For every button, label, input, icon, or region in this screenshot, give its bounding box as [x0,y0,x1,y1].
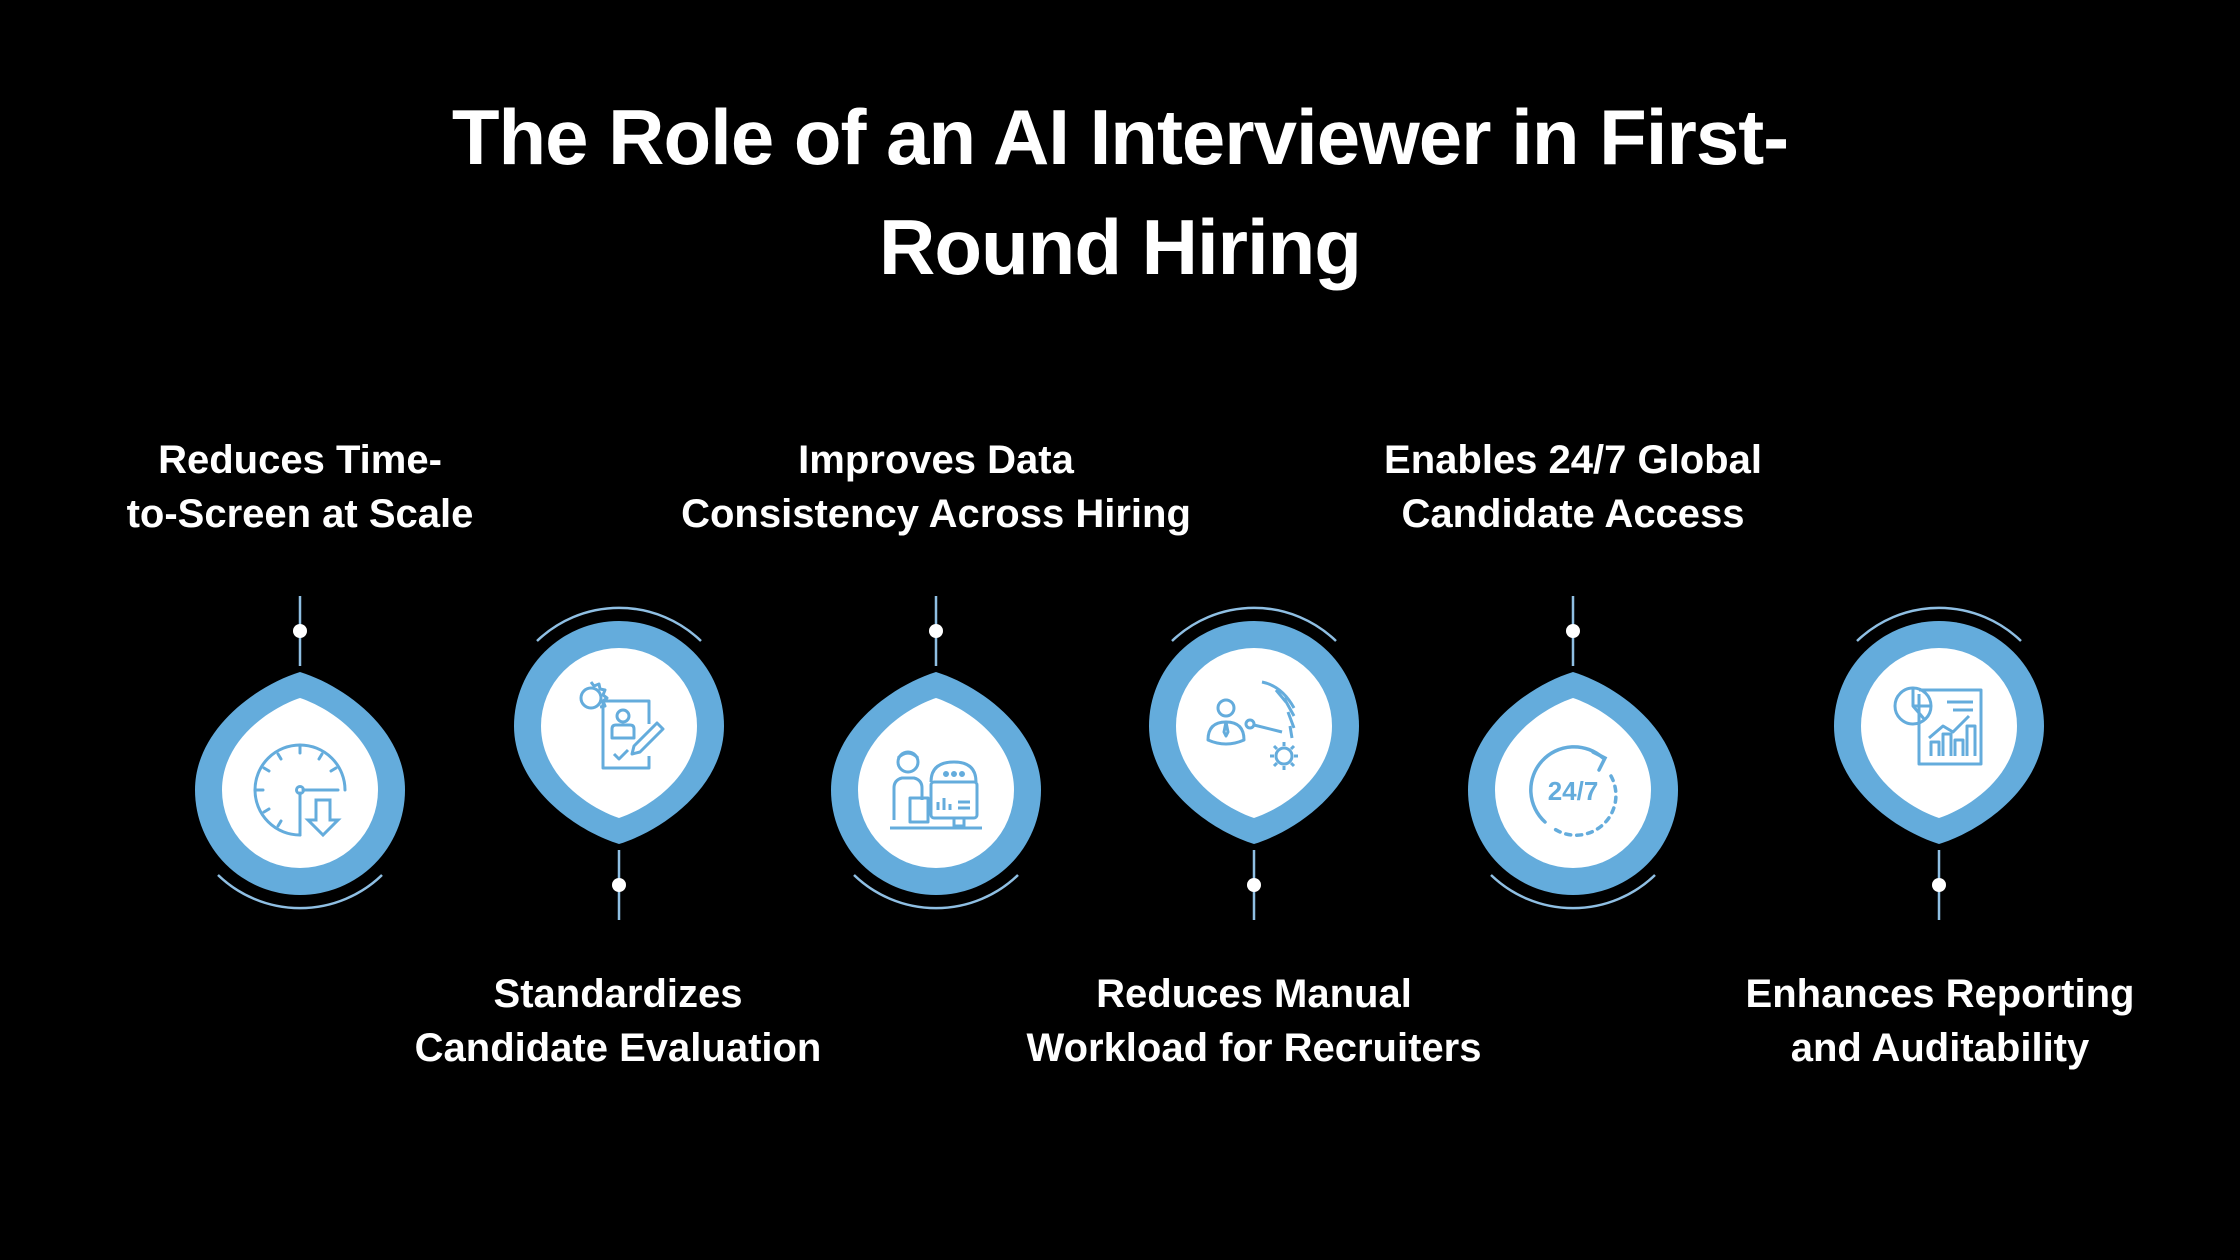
step-3-label-line-1: Improves Data [798,438,1074,482]
24-7-icon: 24/7 [1523,740,1623,840]
step-4-label: Reduces Manual Workload for Recruiters [994,967,1514,1075]
step-5-label: Enables 24/7 Global Candidate Access [1313,433,1833,541]
teardrop-up-shape [1468,596,1678,910]
step-4-label-line-2: Workload for Recruiters [1026,1026,1482,1070]
step-4-label-line-1: Reduces Manual [1096,972,1412,1016]
step-3-node [816,590,1056,930]
step-2-label-line-1: Standardizes [493,972,743,1016]
step-2-node [499,586,739,926]
svg-text:24/7: 24/7 [1548,776,1599,806]
step-6-node [1819,586,2059,926]
title-line-1: The Role of an AI Interviewer in First- [451,93,1789,181]
title-line-2: Round Hiring [879,203,1362,291]
clock-down-arrow-icon [250,740,350,840]
step-1-label-line-2: to-Screen at Scale [126,492,474,536]
step-5-label-line-1: Enables 24/7 Global [1384,438,1762,482]
step-1-label: Reduces Time- to-Screen at Scale [40,433,560,541]
step-6-label: Enhances Reporting and Auditability [1680,967,2200,1075]
step-4-node [1134,586,1374,926]
step-2-label: Standardizes Candidate Evaluation [358,967,878,1075]
step-3-label-line-2: Consistency Across Hiring [681,492,1191,536]
profile-document-gear-icon [569,676,669,776]
teardrop-down-shape [514,606,724,920]
step-1-node [180,590,420,930]
step-3-label: Improves Data Consistency Across Hiring [676,433,1196,541]
teardrop-up-shape [195,596,405,910]
analyst-dashboard-icon [886,740,986,840]
step-5-label-line-2: Candidate Access [1401,492,1745,536]
step-1-label-line-1: Reduces Time- [158,438,442,482]
title: The Role of an AI Interviewer in First- … [0,82,2240,302]
report-chart-icon [1889,676,1989,776]
teardrop-down-shape [1149,606,1359,920]
user-gauge-gear-icon [1204,676,1304,776]
step-6-label-line-2: and Auditability [1790,1026,2090,1070]
step-6-label-line-1: Enhances Reporting [1745,972,2135,1016]
step-2-label-line-2: Candidate Evaluation [414,1026,822,1070]
step-5-node: 24/7 [1453,590,1693,930]
